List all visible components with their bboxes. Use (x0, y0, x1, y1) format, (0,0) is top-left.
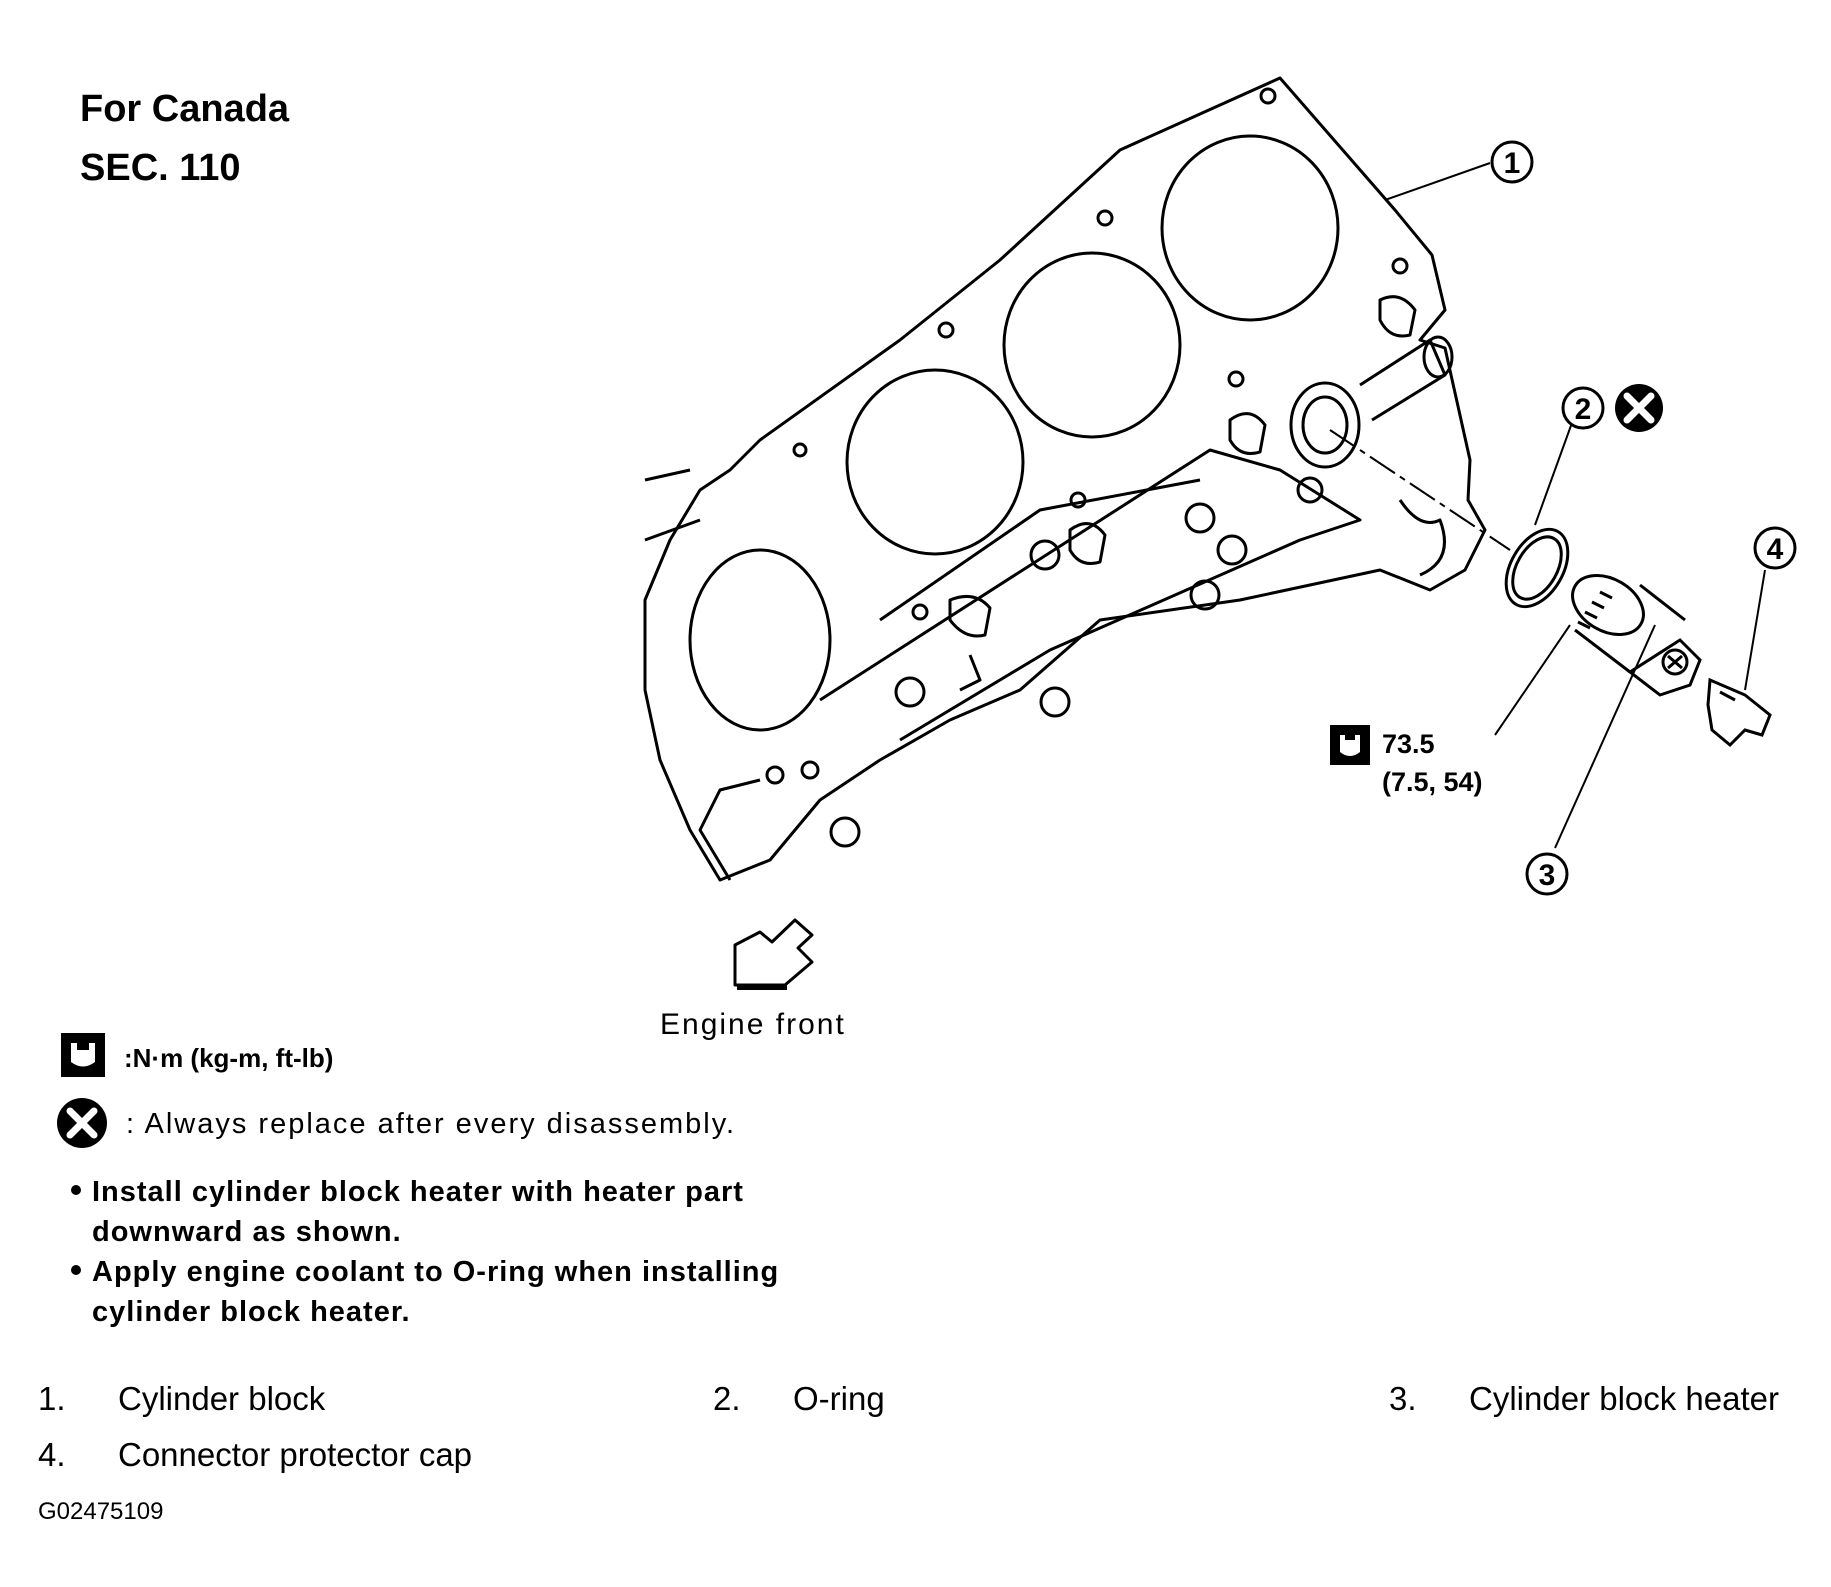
bullet (71, 1265, 81, 1275)
section-title: SEC. 110 (80, 147, 241, 189)
callout-3 (1525, 852, 1569, 896)
legend-torque-units: :N·m (kg-m, ft-lb) (124, 1043, 334, 1073)
cylinder-bore-3 (845, 368, 1025, 556)
connector-protector-cap (1706, 677, 1772, 748)
o-ring (1504, 527, 1570, 609)
callout-1 (1490, 140, 1534, 184)
cylinder-bore-4 (688, 548, 832, 732)
legend-replace-note: : Always replace after every disassembly… (126, 1108, 737, 1140)
callout-4-number: 4 (1767, 533, 1784, 566)
torque-value: 73.5 (1382, 729, 1435, 759)
part-3: 3. Cylinder block heater (1389, 1380, 1779, 1418)
engine-front-label: Engine front (660, 1008, 846, 1041)
part-1-number: 1. (38, 1380, 66, 1417)
part-4-name: Connector protector cap (118, 1436, 473, 1473)
part-3-number: 3. (1389, 1380, 1417, 1417)
callout-2 (1561, 386, 1605, 430)
callout-1-number: 1 (1504, 147, 1521, 180)
region-title: For Canada (80, 88, 290, 130)
legend-torque-icon (61, 1033, 105, 1077)
cylinder-bore-1 (1160, 134, 1340, 322)
cylinder-block-heater (1571, 574, 1702, 697)
part-1: 1. Cylinder block (38, 1380, 325, 1418)
part-2-name: O-ring (793, 1380, 885, 1417)
part-3-name: Cylinder block heater (1469, 1380, 1779, 1417)
torque-wrench-icon (1330, 725, 1370, 765)
legend-replace-x-icon (57, 1098, 107, 1148)
part-1-name: Cylinder block (118, 1380, 326, 1417)
torque-spec: 73.5 (7.5, 54) (1382, 725, 1483, 801)
callout-3-number: 3 (1539, 859, 1556, 892)
cylinder-bore-2 (1002, 251, 1182, 439)
note-line-2: downward as shown. (92, 1216, 402, 1248)
part-4: 4. Connector protector cap (38, 1436, 472, 1474)
note-line-3: Apply engine coolant to O-ring when inst… (92, 1256, 780, 1288)
engine-front-arrow-icon (733, 918, 814, 990)
figure-id: G02475109 (38, 1498, 164, 1525)
callout-2-number: 2 (1575, 393, 1592, 426)
torque-alt-units: (7.5, 54) (1382, 767, 1483, 797)
bullet (71, 1185, 81, 1195)
part-4-number: 4. (38, 1436, 66, 1473)
note-line-4: cylinder block heater. (92, 1296, 411, 1328)
note-line-1: Install cylinder block heater with heate… (92, 1176, 744, 1208)
replace-x-icon (1615, 384, 1663, 432)
part-2: 2. O-ring (713, 1380, 885, 1418)
callout-4 (1753, 526, 1797, 570)
part-2-number: 2. (713, 1380, 741, 1417)
